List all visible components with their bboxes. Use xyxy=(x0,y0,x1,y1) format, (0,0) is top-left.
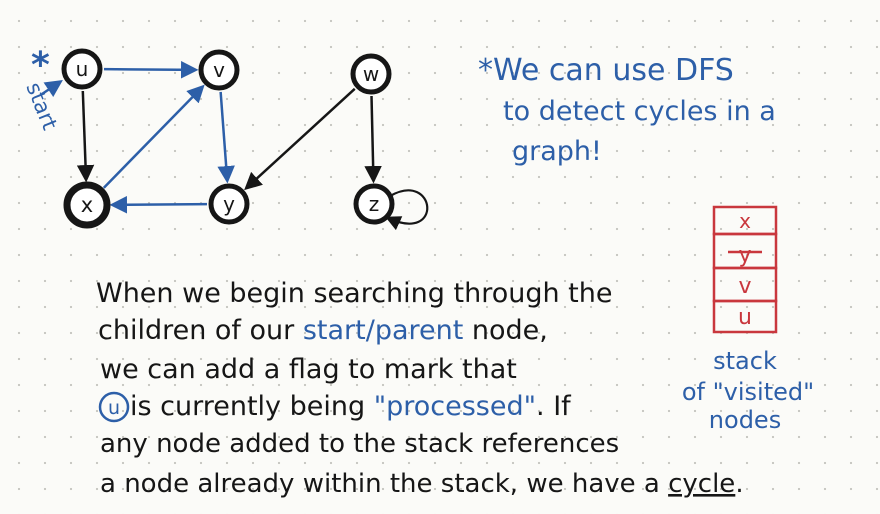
start-arrow xyxy=(41,80,63,98)
explanation-line-2: children of our start/parent node, xyxy=(98,315,548,346)
explanation-start-parent: start/parent xyxy=(303,315,463,346)
explanation-line-2a: children of our xyxy=(98,315,303,346)
explanation-cycle: cycle xyxy=(668,469,735,499)
node-u-label: u xyxy=(76,57,89,81)
node-w-label: w xyxy=(363,62,379,86)
start-asterisk: * xyxy=(31,45,50,86)
stack-item-x: x xyxy=(739,209,751,233)
note-line-2: to detect cycles in a xyxy=(503,96,776,127)
edge-x-v xyxy=(102,84,205,189)
note-line-1: *We can use DFS xyxy=(478,53,734,88)
node-y: y xyxy=(208,183,250,225)
visited-stack: x y v u stack of "visited" nodes xyxy=(682,205,814,434)
graph-nodes: u v w x y z xyxy=(61,48,395,229)
node-w: w xyxy=(350,53,392,95)
node-u: u xyxy=(61,48,103,90)
explanation-line-5: any node added to the stack references xyxy=(100,429,619,459)
edge-w-y xyxy=(244,87,356,191)
explanation-line-2c: node, xyxy=(463,315,548,346)
explanation-processed: "processed" xyxy=(374,391,536,422)
explanation-line-3: we can add a flag to mark that xyxy=(100,354,517,385)
explanation-line-4a: is currently being xyxy=(130,391,374,422)
node-z: z xyxy=(353,183,395,225)
graph-edges xyxy=(76,60,429,231)
note-line-3: graph! xyxy=(512,136,602,167)
stack-caption-3: nodes xyxy=(709,406,781,434)
node-y-label: y xyxy=(223,192,235,216)
explanation-line-1: When we begin searching through the xyxy=(96,278,612,309)
node-x-label: x xyxy=(81,193,93,217)
edge-z-z xyxy=(385,189,429,231)
inline-node-u: u xyxy=(98,391,130,423)
inline-node-u-label: u xyxy=(108,397,120,419)
dfs-note: *We can use DFS to detect cycles in a gr… xyxy=(478,53,776,167)
node-v-label: v xyxy=(213,58,225,82)
edge-u-v xyxy=(103,60,199,79)
stack-caption-2: of "visited" xyxy=(682,378,814,406)
stack-caption-1: stack xyxy=(713,347,777,375)
edge-y-x xyxy=(109,195,208,214)
explanation-line-4: is currently being "processed". If xyxy=(130,391,572,422)
start-label: start xyxy=(21,79,62,133)
stack-item-y: y xyxy=(738,243,751,268)
node-z-label: z xyxy=(369,192,380,216)
explanation-line-4c: . If xyxy=(536,391,572,422)
stack-item-v: v xyxy=(738,274,751,299)
explanation-text: When we begin searching through the chil… xyxy=(96,278,744,499)
edge-u-x xyxy=(76,90,95,183)
explanation-line-6c: . xyxy=(735,469,743,499)
explanation-line-6a: a node already within the stack, we have… xyxy=(100,469,668,499)
stack-cell-u xyxy=(712,299,778,334)
edge-w-z xyxy=(364,95,382,184)
node-v: v xyxy=(198,49,240,91)
node-x: x xyxy=(63,181,111,229)
edge-v-y xyxy=(217,91,235,184)
explanation-line-6: a node already within the stack, we have… xyxy=(100,469,744,499)
stack-item-u: u xyxy=(738,305,752,330)
